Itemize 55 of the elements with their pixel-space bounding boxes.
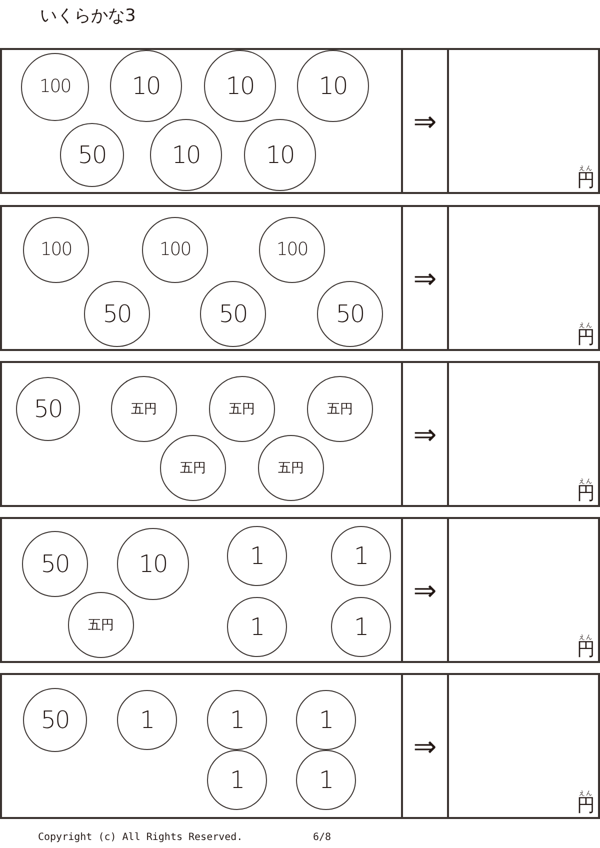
coin-circle: 10 xyxy=(110,50,182,122)
coin-circle: 50 xyxy=(23,688,87,752)
coin-circle: 1 xyxy=(207,690,267,750)
coin-panel xyxy=(0,517,403,663)
worksheet-title: いくらかな3 xyxy=(40,5,136,27)
coin-circle: 五円 xyxy=(68,592,134,658)
yen-character: 円 xyxy=(577,641,595,659)
coin-circle: 五円 xyxy=(258,435,324,501)
coin-circle: 1 xyxy=(331,526,391,586)
coin-circle: 五円 xyxy=(209,376,275,442)
coin-circle: 100 xyxy=(21,53,89,121)
answer-box xyxy=(447,517,600,663)
arrow-cell: ⇒ xyxy=(401,673,449,819)
arrow-cell: ⇒ xyxy=(401,48,449,194)
coin-circle: 10 xyxy=(117,528,189,600)
coin-panel xyxy=(0,361,403,507)
coin-panel xyxy=(0,205,403,351)
yen-character: 円 xyxy=(577,172,595,190)
coin-circle: 100 xyxy=(23,217,89,283)
coin-circle: 1 xyxy=(207,750,267,810)
answer-box xyxy=(447,361,600,507)
coin-circle: 10 xyxy=(297,50,369,122)
coin-circle: 10 xyxy=(204,50,276,122)
coin-circle: 50 xyxy=(84,281,150,347)
yen-character: 円 xyxy=(577,329,595,347)
page-number: 6/8 xyxy=(313,832,332,843)
coin-panel xyxy=(0,673,403,819)
coin-circle: 10 xyxy=(150,119,222,191)
coin-circle: 1 xyxy=(331,597,391,657)
coin-circle: 1 xyxy=(296,750,356,810)
answer-box xyxy=(447,673,600,819)
coin-circle: 50 xyxy=(317,281,383,347)
yen-character: 円 xyxy=(577,797,595,815)
coin-circle: 五円 xyxy=(160,435,226,501)
coin-circle: 50 xyxy=(22,531,88,597)
yen-character: 円 xyxy=(577,485,595,503)
copyright-notice: Copyright (c) All Rights Reserved. xyxy=(38,832,243,843)
coin-circle: 1 xyxy=(296,690,356,750)
answer-box xyxy=(447,48,600,194)
coin-circle: 五円 xyxy=(111,376,177,442)
coin-circle: 100 xyxy=(142,217,208,283)
coin-circle: 50 xyxy=(200,281,266,347)
answer-box xyxy=(447,205,600,351)
coin-circle: 1 xyxy=(227,597,287,657)
coin-circle: 10 xyxy=(244,119,316,191)
coin-circle: 50 xyxy=(16,377,80,441)
arrow-cell: ⇒ xyxy=(401,205,449,351)
coin-circle: 50 xyxy=(60,123,124,187)
arrow-cell: ⇒ xyxy=(401,517,449,663)
coin-circle: 1 xyxy=(227,526,287,586)
arrow-cell: ⇒ xyxy=(401,361,449,507)
coin-circle: 100 xyxy=(259,217,325,283)
coin-panel xyxy=(0,48,403,194)
coin-circle: 1 xyxy=(117,690,177,750)
coin-circle: 五円 xyxy=(307,376,373,442)
